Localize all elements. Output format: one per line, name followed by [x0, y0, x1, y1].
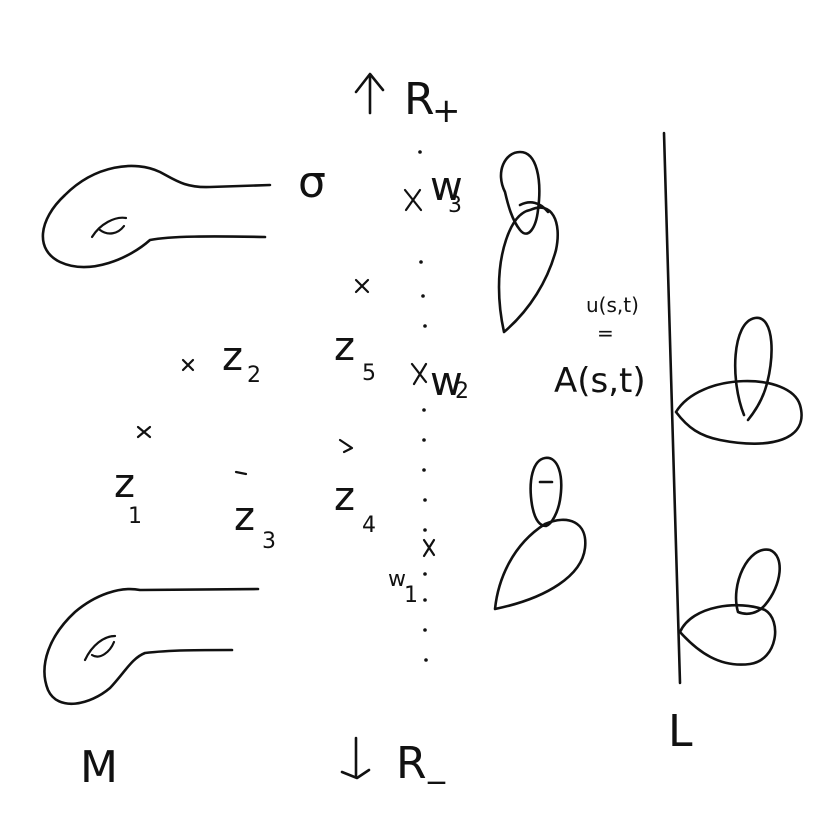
z2-label: z	[222, 334, 243, 380]
m-label: M	[80, 742, 118, 793]
w2-subscript: 2	[455, 379, 469, 404]
z4-subscript: 4	[362, 513, 376, 538]
cross-marks	[136, 188, 436, 558]
boundary-line	[662, 131, 682, 685]
r-minus-label: R	[396, 738, 427, 789]
w3-subscript: 3	[448, 193, 462, 218]
a-st-label: A(s,t)	[554, 361, 646, 401]
z1-label: z	[114, 461, 135, 507]
w1-label: w	[388, 567, 406, 592]
up-arrow-icon	[354, 72, 385, 115]
w2-label: w	[430, 359, 463, 405]
u-st-label: u(s,t)	[586, 293, 639, 317]
labels: R + R _ σ z 2 z 5 z 1 z 3 z 4 w 3 w 2 w …	[80, 74, 693, 793]
bubble-tree-lower	[493, 456, 587, 611]
bubble-tree-upper	[497, 150, 559, 334]
sigma-label: σ	[298, 157, 326, 208]
r-plus-label: R	[404, 74, 435, 125]
w3-label: w	[430, 164, 463, 210]
z4-label: z	[334, 474, 355, 520]
equals-sign: =	[597, 321, 614, 345]
l-label: L	[668, 706, 693, 757]
w1-subscript: 1	[404, 583, 418, 608]
dotted-axis	[418, 150, 428, 662]
z5-subscript: 5	[362, 361, 376, 386]
z2-subscript: 2	[247, 363, 261, 388]
down-arrow-icon	[340, 736, 371, 780]
upper-handle-surface	[41, 164, 272, 269]
lower-handle-surface	[43, 587, 260, 705]
r-plus-subscript: +	[432, 91, 461, 131]
boundary-bubble-upper	[674, 316, 803, 445]
z1-subscript: 1	[128, 504, 142, 529]
z3-subscript: 3	[262, 529, 276, 554]
z5-label: z	[334, 324, 355, 370]
z3-label: z	[234, 494, 255, 540]
r-minus-subscript: _	[427, 745, 446, 785]
boundary-bubble-lower	[678, 548, 781, 666]
